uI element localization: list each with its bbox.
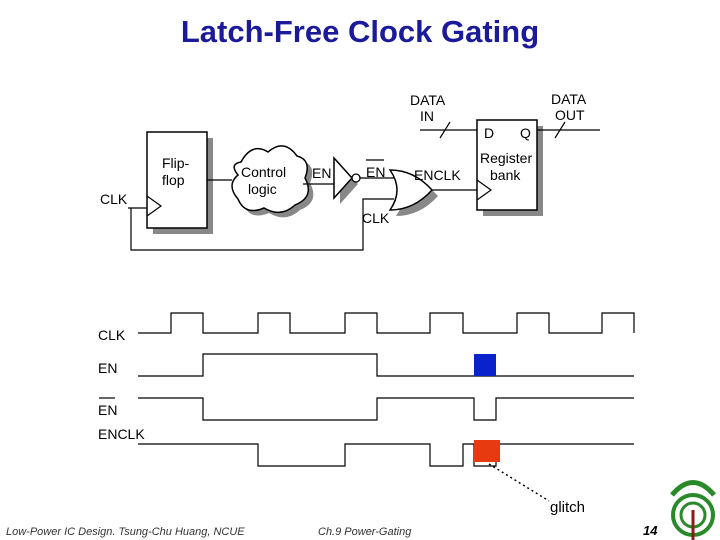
timing-clk-label: CLK	[98, 327, 126, 343]
data-out-label-2: OUT	[555, 107, 585, 123]
register-bank: D Q Register bank	[476, 119, 543, 216]
register-label-1: Register	[480, 150, 532, 166]
ncue-logo	[670, 480, 716, 540]
footer-author: Low-Power IC Design. Tsung-Chu Huang, NC…	[6, 526, 245, 538]
register-q-label: Q	[520, 125, 531, 141]
data-in-label-1: DATA	[410, 92, 446, 108]
data-out-bus-slash	[554, 121, 566, 139]
enclk-waveform	[138, 443, 634, 467]
footer-chapter: Ch.9 Power-Gating	[318, 526, 412, 538]
glitch-label: glitch	[550, 499, 585, 516]
en-bar-label: EN	[366, 164, 385, 180]
control-logic-label-2: logic	[248, 181, 277, 197]
slide-title: Latch-Free Clock Gating	[180, 14, 540, 49]
flipflop-label-2: flop	[162, 172, 185, 188]
en-waveform	[138, 353, 634, 377]
glitch-pointer	[488, 463, 550, 502]
register-d-label: D	[484, 125, 494, 141]
control-logic-label-1: Control	[241, 164, 286, 180]
inverter-gate	[333, 156, 361, 204]
flipflop-label-1: Flip-	[162, 155, 190, 171]
en-bar-waveform	[138, 397, 634, 421]
timing-enclk-label: ENCLK	[98, 426, 145, 442]
gate-clk-label: CLK	[362, 210, 390, 226]
clk-feedback-wire	[130, 198, 394, 251]
register-label-2: bank	[490, 167, 521, 183]
enclk-label: ENCLK	[414, 167, 461, 183]
clk-label: CLK	[100, 191, 128, 207]
en-label: EN	[312, 165, 331, 181]
timing-en-bar-label: EN	[98, 402, 117, 418]
timing-en-label: EN	[98, 360, 117, 376]
data-out-label-1: DATA	[551, 91, 587, 107]
control-logic-cloud: Control logic	[231, 145, 314, 218]
data-in-label-2: IN	[420, 108, 434, 124]
or-gate	[388, 169, 438, 216]
en-glitch-marker	[474, 354, 496, 376]
timing-diagram: CLK EN EN ENCLK glitch	[98, 312, 635, 516]
flipflop-block: Flip- flop	[146, 131, 213, 234]
clk-waveform	[138, 312, 635, 334]
enclk-glitch-marker	[474, 440, 500, 462]
data-in-bus-slash	[439, 121, 451, 139]
page-number: 14	[643, 523, 658, 538]
